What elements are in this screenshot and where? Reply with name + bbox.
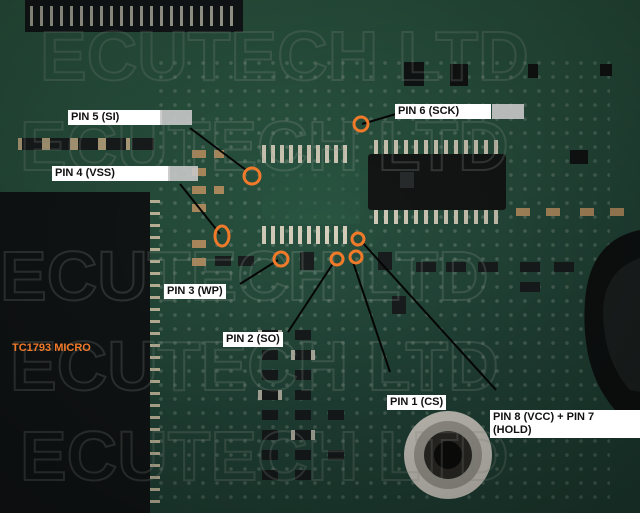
redacted-bar [168,166,198,181]
pin-markers [213,115,370,268]
pointer-lines [179,113,497,391]
marker-pin4 [213,224,231,248]
label-pin5: PIN 5 (SI) [68,110,162,125]
label-pin6: PIN 6 (SCK) [395,104,491,119]
pointer-pin2 [287,261,335,333]
label-pin8-line1: PIN 8 (VCC) + PIN 7 [493,411,595,423]
marker-pin3 [272,250,290,268]
label-pin3: PIN 3 (WP) [164,284,226,299]
pointer-pin5 [189,127,247,171]
pointer-pin3 [239,259,279,285]
redacted-bar [160,110,192,125]
marker-pin1 [348,249,364,265]
label-pin1: PIN 1 (CS) [387,395,447,410]
pointer-pin1 [352,261,391,373]
label-pin4: PIN 4 (VSS) [52,166,170,181]
marker-pin2 [329,251,345,267]
label-pin8-line2: (HOLD) [493,424,532,436]
marker-pin6 [352,115,370,133]
marker-pin87 [350,231,366,247]
label-pin2: PIN 2 (SO) [223,332,283,347]
marker-pin5 [242,166,262,186]
label-micro: TC1793 MICRO [12,342,91,354]
label-pin8-pin7: PIN 8 (VCC) + PIN 7 (HOLD) [490,410,640,438]
pointer-pin4 [179,183,221,235]
pointer-pin87 [361,241,497,391]
redacted-bar [492,104,524,119]
